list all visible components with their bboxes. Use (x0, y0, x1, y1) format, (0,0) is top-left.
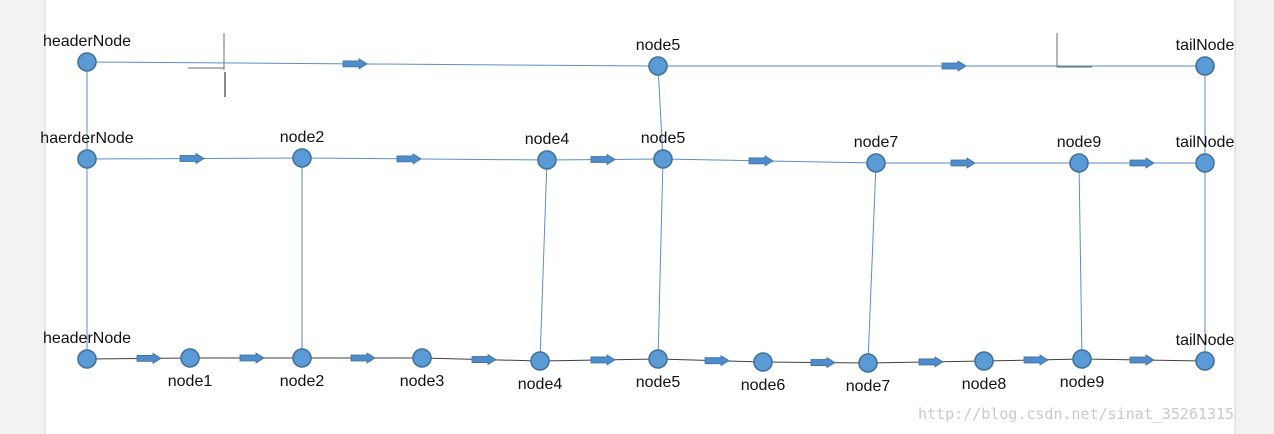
middle-arrow-icon-2 (590, 153, 616, 166)
bottom-arrow-icon-3 (471, 353, 497, 366)
middle-arrow-icon-4 (950, 157, 976, 169)
bottom-arrow-icon-0 (136, 352, 162, 365)
node-m-node9 (1069, 153, 1089, 173)
node-t-header (77, 52, 97, 72)
middle-arrow-icon-5 (1129, 157, 1155, 169)
label-m-node2: node2 (280, 129, 325, 146)
label-b-node5: node5 (636, 374, 681, 391)
middle-link-1 (301, 157, 548, 161)
label-m-header: haerderNode (40, 130, 134, 147)
watermark: http://blog.csdn.net/sinat_35261315 (918, 405, 1234, 423)
bottom-arrow-icon-2 (350, 352, 376, 364)
node-m-node2 (292, 148, 312, 168)
label-b-node7: node7 (846, 378, 891, 395)
vertical-links (86, 62, 1206, 364)
node-m-tail (1195, 153, 1215, 173)
node-b-node6 (753, 352, 773, 372)
label-m-node5: node5 (641, 130, 686, 147)
node-b-node1 (180, 348, 200, 368)
vertical-link-m-node7-b-node7 (867, 162, 877, 364)
nodes (77, 52, 1215, 373)
node-b-node7 (858, 353, 878, 373)
label-t-header: headerNode (43, 33, 131, 50)
vertical-link-t-node5-m-node5 (657, 65, 664, 160)
bottom-arrow-icon-7 (918, 356, 944, 368)
middle-arrow-icon-1 (396, 153, 422, 165)
label-m-node4: node4 (525, 131, 570, 148)
label-b-node1: node1 (168, 373, 213, 390)
node-m-node7 (866, 153, 886, 173)
label-b-node2: node2 (280, 373, 325, 390)
crop-mark-left (188, 33, 225, 70)
label-b-node6: node6 (741, 377, 786, 394)
label-t-tail: tailNode (1176, 37, 1235, 54)
label-b-node9: node9 (1060, 374, 1105, 391)
node-b-node2 (292, 348, 312, 368)
top-arrow-icon-0 (342, 58, 368, 70)
label-b-header: headerNode (43, 330, 131, 347)
node-t-tail (1195, 56, 1215, 76)
node-b-node8 (974, 351, 994, 371)
node-m-header (77, 149, 97, 169)
direction-arrows (136, 58, 1155, 369)
bottom-arrow-icon-9 (1129, 354, 1155, 366)
label-t-node5: node5 (636, 37, 681, 54)
node-t-node5 (648, 56, 668, 76)
node-b-node3 (412, 348, 432, 368)
bottom-arrow-icon-5 (704, 354, 730, 367)
label-m-node7: node7 (854, 134, 899, 151)
vertical-link-m-node5-b-node5 (657, 158, 664, 360)
node-b-tail (1195, 351, 1215, 371)
vertical-link-m-node9-b-node9 (1078, 162, 1083, 360)
label-b-node8: node8 (962, 376, 1007, 393)
label-m-tail: tailNode (1176, 134, 1235, 151)
bottom-arrow-icon-8 (1023, 354, 1049, 366)
top-arrow-icon-1 (941, 60, 967, 72)
node-m-node5 (653, 149, 673, 169)
label-b-node3: node3 (400, 373, 445, 390)
node-labels: headerNode node5 tailNode haerderNode node2 n… (40, 33, 1234, 395)
node-b-node9 (1072, 349, 1092, 369)
bottom-arrow-icon-4 (590, 354, 616, 366)
node-m-node4 (537, 150, 557, 170)
label-b-tail: tailNode (1176, 332, 1235, 349)
crop-mark-right (1056, 33, 1092, 68)
label-m-node9: node9 (1057, 134, 1102, 151)
bottom-arrow-icon-1 (239, 352, 265, 364)
node-b-node5 (648, 349, 668, 369)
bottom-arrow-icon-6 (810, 356, 836, 369)
middle-arrow-icon-0 (179, 152, 205, 165)
top-link-0 (86, 61, 659, 67)
node-b-header (77, 349, 97, 369)
vertical-link-m-node4-b-node4 (539, 159, 548, 362)
node-b-node4 (530, 351, 550, 371)
label-b-node4: node4 (518, 376, 563, 393)
middle-arrow-icon-3 (748, 155, 774, 167)
